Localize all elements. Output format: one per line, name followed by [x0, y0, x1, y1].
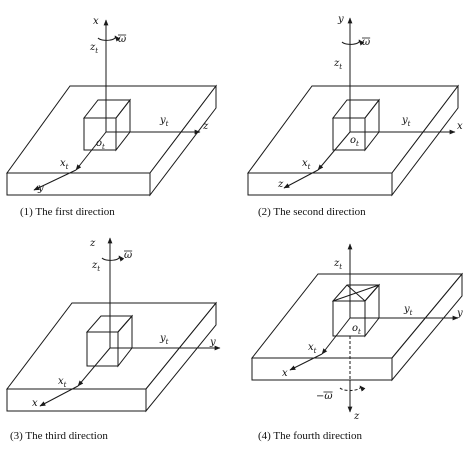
axes — [33, 19, 201, 191]
label-z: z — [277, 179, 284, 190]
label-yt: yt — [401, 115, 411, 128]
axes — [39, 237, 221, 407]
label-x: x — [32, 398, 38, 409]
label-z: z — [353, 411, 360, 422]
label-yt: yt — [159, 115, 169, 128]
panel-4: zt yt y ot xt x −ω z (4) The fourth dire… — [250, 243, 464, 442]
plate — [6, 84, 218, 197]
label-xt: xt — [58, 376, 67, 389]
caption-4: (4) The fourth direction — [258, 430, 362, 442]
label-zt: zt — [89, 42, 98, 55]
label-z: z — [202, 121, 209, 132]
plate — [250, 272, 464, 382]
label-y: y — [337, 14, 344, 25]
label-y: y — [456, 308, 463, 319]
label-y: y — [209, 337, 216, 348]
label-xt: xt — [308, 342, 317, 355]
panel-1: x ω zt yt z ot xt y (1) The first direct… — [6, 16, 218, 218]
label-x: x — [282, 368, 288, 379]
label-xt: xt — [302, 158, 311, 171]
plate — [5, 301, 218, 413]
label-ot: ot — [352, 323, 361, 336]
label-x: x — [457, 121, 463, 132]
axes — [289, 243, 459, 413]
label-z: z — [89, 238, 96, 249]
label-yt: yt — [159, 333, 169, 346]
label-y: y — [37, 183, 44, 194]
axes — [283, 17, 456, 189]
label-zt: zt — [333, 58, 342, 71]
label-zt: zt — [333, 258, 342, 271]
label-yt: yt — [403, 304, 413, 317]
caption-2: (2) The second direction — [258, 206, 366, 218]
label-omega: −ω — [316, 391, 333, 402]
label-zt: zt — [91, 260, 100, 273]
caption-3: (3) The third direction — [10, 430, 108, 442]
panel-2: y ω zt yt x ot xt z (2) The second direc… — [247, 14, 463, 218]
label-omega: ω — [118, 34, 126, 45]
label-ot: ot — [350, 135, 359, 148]
label-ot: ot — [96, 138, 105, 151]
caption-1: (1) The first direction — [20, 206, 115, 218]
label-xt: xt — [60, 158, 69, 171]
label-x: x — [93, 16, 99, 27]
label-omega: ω — [124, 250, 132, 261]
panel-3: z ω zt yt y xt x (3) The third direction — [5, 237, 221, 442]
label-omega: ω — [362, 37, 370, 48]
plate — [247, 84, 460, 197]
